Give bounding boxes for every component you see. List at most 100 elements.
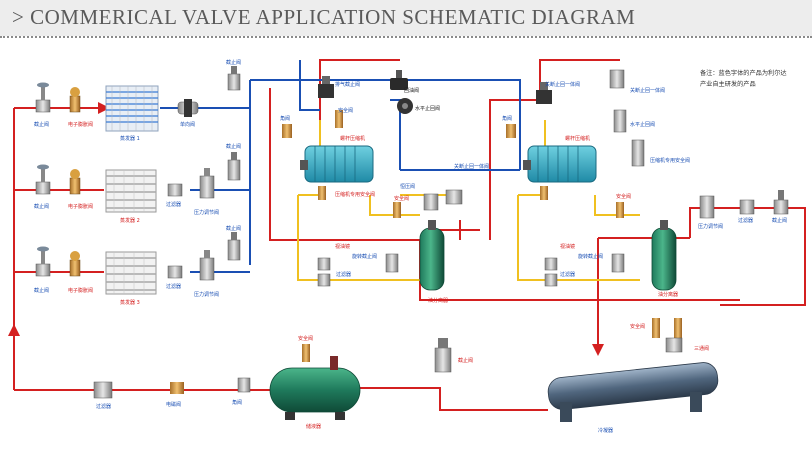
label-prv-2: 压力调节阀 [194, 209, 219, 216]
label-prv-3: 压力调节阀 [194, 291, 219, 298]
label-oil-separator-left: 油分离器 [428, 297, 448, 304]
expansion-valve-row3 [69, 251, 81, 277]
screw-compressor-left [300, 145, 374, 183]
brass-part-left [318, 186, 326, 200]
stop-valve-top [227, 66, 241, 91]
brass-part-right [540, 186, 548, 200]
label-sight-glass-left: 视油镜 [335, 243, 350, 250]
label-stop-valve-mid: 截止阀 [226, 143, 241, 150]
label-filter-bottom: 过滤器 [96, 403, 111, 410]
safety-valve-left [335, 110, 343, 128]
label-solenoid-bottom: 电磁阀 [166, 401, 181, 408]
label-discharge-right: 关断止回一体阀 [545, 81, 580, 88]
label-stop-valve-bottom: 截止阀 [458, 357, 473, 364]
evaporator-1 [105, 85, 159, 132]
cylinder-part-right [631, 139, 645, 167]
label-check-top-right: 关断止回一体阀 [630, 87, 665, 94]
label-shutoff-far-right: 截止阀 [772, 217, 787, 224]
note-line-1: 备注：蓝色字体的产品为利尔达 [700, 69, 787, 77]
label-safety-left: 安全阀 [338, 107, 353, 114]
note-block: 备注：蓝色字体的产品为利尔达 产业自主研发的产品 [700, 69, 787, 88]
label-angle-valve-right: 角阀 [502, 115, 512, 122]
label-compressor-right: 螺杆压缩机 [565, 135, 590, 142]
red-liquid-lines [8, 59, 806, 411]
label-evaporator-1: 蒸发器 1 [120, 135, 140, 142]
label-safety-condenser: 安全阀 [630, 323, 645, 330]
label-angle-valve-left: 角阀 [280, 115, 290, 122]
header-divider [0, 36, 812, 38]
label-check-valve-1: 单向阀 [180, 121, 195, 128]
pressure-valve-right [699, 195, 715, 219]
header-bar: > COMMERICAL VALVE APPLICATION SCHEMATIC… [0, 0, 812, 36]
oil-separator-right [651, 220, 677, 291]
check-valve-row1 [177, 99, 199, 117]
shutoff-valve-row1 [35, 82, 51, 113]
label-oil-separator-right: 油分离器 [658, 291, 678, 298]
label-filter-mid-left: 过滤器 [336, 271, 351, 278]
label-shutoff-valve-3: 截止阀 [34, 287, 49, 294]
stop-valve-mid [227, 152, 241, 181]
label-prv-right: 压力调节阀 [698, 223, 723, 230]
check-valve-top-right [609, 69, 625, 89]
condenser-valve-group [652, 318, 683, 353]
stop-valve-low [227, 232, 241, 261]
label-sight-glass-right: 视油镜 [560, 243, 575, 250]
label-shutoff-valve-2: 截止阀 [34, 203, 49, 210]
water-check-valve-left [397, 98, 413, 114]
label-safety-mid-right: 安全阀 [616, 193, 631, 200]
condenser [547, 362, 719, 422]
safety-valve-bottom [302, 344, 310, 362]
discharge-valve-right [536, 82, 552, 104]
label-oil-return-left: 回油阀 [404, 87, 419, 94]
expansion-valve-row2 [69, 169, 81, 195]
label-evaporator-2: 蒸发器 2 [120, 217, 140, 224]
safety-valve-mid-left [393, 202, 401, 218]
label-eev-3: 电子膨胀阀 [68, 287, 93, 294]
label-constant-pressure: 恒压阀 [400, 183, 415, 190]
angle-valve-left [282, 124, 292, 138]
label-eev-1: 电子膨胀阀 [68, 121, 93, 128]
constant-pressure-valve-left [423, 193, 439, 211]
label-evaporator-3: 蒸发器 3 [120, 299, 140, 306]
label-eev-2: 电子膨胀阀 [68, 203, 93, 210]
label-shutoff-check: 关断止回一体阀 [454, 163, 489, 170]
oil-return-valve-left [390, 70, 408, 90]
water-check-valve-right [613, 109, 627, 133]
oil-separator-left [419, 220, 445, 291]
label-stop-valve-low: 截止阀 [226, 225, 241, 232]
label-stop-valve-top: 截止阀 [226, 59, 241, 66]
filter-row2 [167, 183, 183, 197]
evaporator-2 [105, 169, 157, 213]
oil-control-group-right [544, 253, 625, 287]
label-three-way: 三通阀 [694, 345, 709, 352]
angle-valve-bottom [237, 377, 251, 393]
label-filter-2: 过滤器 [166, 201, 181, 208]
label-compressor-left: 螺杆压缩机 [340, 135, 365, 142]
pressure-valve-row2 [199, 168, 215, 199]
discharge-valve-left [318, 76, 334, 98]
shutoff-check-valve-center [445, 189, 463, 205]
label-filter-mid-right: 过滤器 [560, 271, 575, 278]
shutoff-valve-row3 [35, 246, 51, 277]
big-stop-valve-bottom [434, 338, 452, 373]
screw-compressor-right [523, 145, 597, 183]
pressure-valve-row3 [199, 250, 215, 281]
angle-valve-right [506, 124, 516, 138]
label-angle-bottom: 角阀 [232, 399, 242, 406]
shutoff-valve-far-right [773, 190, 789, 215]
receiver-tank [269, 356, 361, 420]
filter-row3 [167, 265, 183, 279]
label-water-check-right: 水平止回阀 [630, 121, 655, 128]
text-labels: 截止阀 电子膨胀阀 蒸发器 1 单向阀 截止阀 电子膨胀阀 蒸发器 2 过滤器 … [34, 59, 787, 434]
brass-bottom-left [170, 382, 184, 394]
label-safety-bottom: 安全阀 [298, 335, 313, 342]
label-comp-safety-right: 压缩机专用安全阀 [650, 157, 690, 164]
label-filter-far-right: 过滤器 [738, 217, 753, 224]
expansion-valve-row1 [69, 87, 81, 113]
label-rotary-right: 旋转截止阀 [578, 253, 603, 260]
note-line-2: 产业自主研发的产品 [700, 80, 756, 88]
label-receiver: 储液器 [306, 423, 321, 430]
label-shutoff-valve-1: 截止阀 [34, 121, 49, 128]
label-rotary-left: 旋转截止阀 [352, 253, 377, 260]
